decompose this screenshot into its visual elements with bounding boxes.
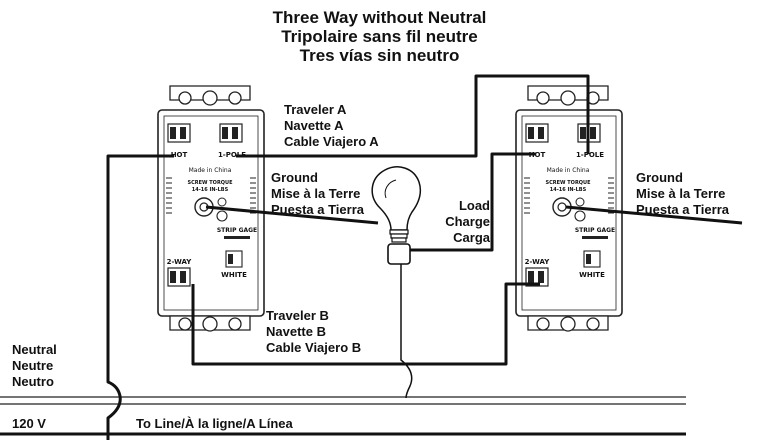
load-en: Load xyxy=(458,198,490,213)
to-line-label: To Line/À la ligne/A Línea xyxy=(136,416,293,431)
left-switch-hot-label: HOT xyxy=(171,151,188,159)
neutral-es: Neutro xyxy=(12,374,54,389)
traveler-b-wire xyxy=(191,282,540,366)
ground-right-es: Puesta a Tierra xyxy=(636,202,729,217)
traveler-a-fr: Navette A xyxy=(284,118,344,133)
left-ground-wire xyxy=(205,205,379,225)
traveler-b-label: Traveler B Navette B Cable Viajero B xyxy=(266,308,361,356)
right-switch-two-way-label: 2-WAY xyxy=(525,258,551,266)
load-fr: Charge xyxy=(445,214,490,229)
neutral-en: Neutral xyxy=(12,342,57,357)
traveler-a-es: Cable Viajero A xyxy=(284,134,379,149)
ground-right-en: Ground xyxy=(636,170,683,185)
traveler-b-en: Traveler B xyxy=(266,308,329,323)
line-voltage-label: 120 V xyxy=(12,416,46,431)
traveler-a-label: Traveler A Navette A Cable Viajero A xyxy=(284,102,379,150)
load-hot-wire xyxy=(408,152,536,252)
right-switch: HOT 1-POLE Made in China SCREW TORQUE 14… xyxy=(515,85,623,332)
right-switch-torque-value-label: 14-16 IN-LBS xyxy=(550,187,587,193)
traveler-a-en: Traveler A xyxy=(284,102,347,117)
load-neutral-wire xyxy=(400,262,413,399)
light-bulb-icon xyxy=(371,166,422,265)
title-english: Three Way without Neutral xyxy=(272,8,487,27)
hot-wire xyxy=(106,154,174,440)
right-switch-hot-label: HOT xyxy=(529,151,546,159)
left-switch-two-way-label: 2-WAY xyxy=(167,258,193,266)
diagram-title: Three Way without Neutral Tripolaire san… xyxy=(0,8,759,65)
right-switch-one-pole-label: 1-POLE xyxy=(576,151,604,159)
neutral-fr: Neutre xyxy=(12,358,54,373)
neutral-line xyxy=(0,396,686,405)
right-ground-wire xyxy=(565,205,743,225)
left-switch-made-in-label: Made in China xyxy=(189,167,232,174)
traveler-b-es: Cable Viajero B xyxy=(266,340,362,355)
left-switch-strip-gauge-label: STRIP GAGE xyxy=(217,227,257,234)
title-spanish: Tres vías sin neutro xyxy=(299,46,460,65)
traveler-a-wire xyxy=(236,74,590,158)
left-switch: HOT 1-POLE Made in China SCREW TORQUE 14… xyxy=(157,85,265,332)
left-switch-torque-value-label: 14-16 IN-LBS xyxy=(192,187,229,193)
ground-right-label: Ground Mise à la Terre Puesta a Tierra xyxy=(636,170,729,218)
traveler-b-fr: Navette B xyxy=(266,324,326,339)
ground-left-fr: Mise à la Terre xyxy=(271,186,361,201)
right-switch-white-label: WHITE xyxy=(579,271,605,279)
left-switch-one-pole-label: 1-POLE xyxy=(218,151,246,159)
left-switch-white-label: WHITE xyxy=(221,271,247,279)
right-switch-strip-gauge-label: STRIP GAGE xyxy=(575,227,615,234)
ground-right-fr: Mise à la Terre xyxy=(636,186,726,201)
right-switch-screw-torque-label: SCREW TORQUE xyxy=(545,180,591,186)
left-switch-screw-torque-label: SCREW TORQUE xyxy=(187,180,233,186)
neutral-label: Neutral Neutre Neutro xyxy=(12,342,57,390)
ground-left-en: Ground xyxy=(271,170,318,185)
ground-left-es: Puesta a Tierra xyxy=(271,202,364,217)
title-french: Tripolaire sans fil neutre xyxy=(281,27,478,46)
ground-left-label: Ground Mise à la Terre Puesta a Tierra xyxy=(271,170,364,218)
load-es: Carga xyxy=(453,230,490,245)
right-switch-made-in-label: Made in China xyxy=(547,167,590,174)
load-label: Load Charge Carga xyxy=(430,198,490,246)
